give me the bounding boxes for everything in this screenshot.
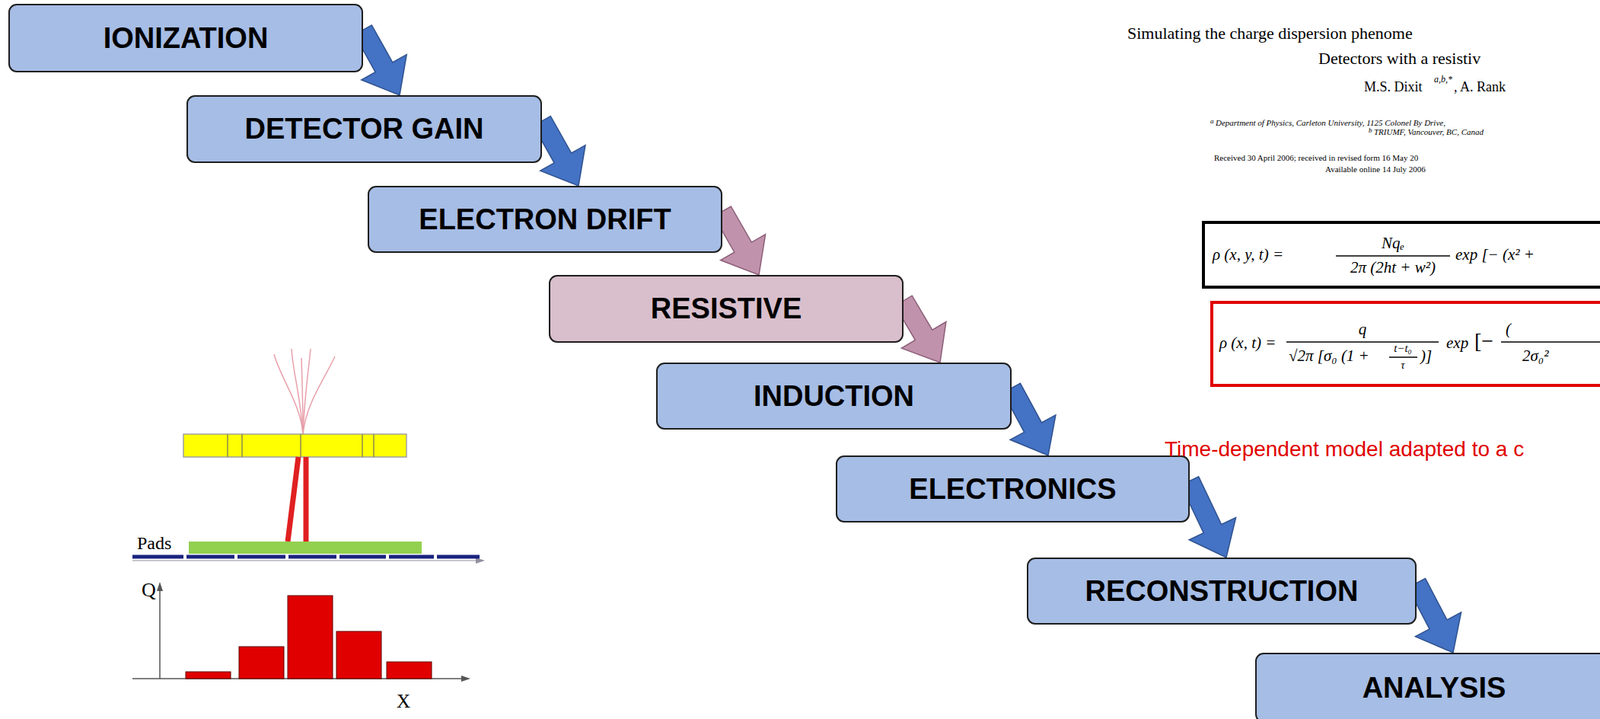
fraction-bars [1286, 255, 1600, 357]
box-label: ANALYSIS [1362, 671, 1507, 705]
resistive-layer [188, 541, 422, 554]
affiliation: TRIUMF, Vancouver, BC, Canad [1373, 127, 1484, 138]
equation-part: 2σ₀² [1522, 346, 1549, 365]
paper-title: Simulating the charge dispersion phenome [1127, 23, 1413, 43]
box-label: ELECTRON DRIFT [418, 203, 671, 236]
box-label: RECONSTRUCTION [1085, 574, 1359, 608]
equation-part: √2π [σ₀ (1 + [1288, 346, 1370, 365]
affil-mark: b [1368, 126, 1373, 134]
process-box: ELECTRON DRIFT [367, 185, 723, 253]
box-label: DETECTOR GAIN [245, 112, 485, 146]
equation-part: ρ (x, t) = [1219, 333, 1276, 352]
axis-label: Pads [137, 532, 172, 555]
equation-part: t−t₀ [1393, 341, 1412, 355]
process-box: DETECTOR GAIN [186, 95, 542, 163]
process-box: RESISTIVE [548, 274, 904, 343]
affiliation: Department of Physics, Carleton Universi… [1215, 117, 1446, 128]
process-box: ANALYSIS [1255, 652, 1600, 719]
equation-part: )] [1420, 346, 1432, 365]
process-box: IONIZATION [8, 3, 364, 73]
equation-part: exp [1446, 333, 1469, 352]
box-label: INDUCTION [753, 379, 915, 413]
gem-foil [183, 433, 407, 457]
foil-dividers [227, 433, 374, 457]
equation-part: Nqₑ [1381, 233, 1405, 252]
equation-part: τ [1400, 358, 1405, 372]
equation-part: exp [− (x² + [1455, 245, 1535, 264]
equation-part: ρ (x, y, t) = [1212, 245, 1284, 264]
box-label: RESISTIVE [650, 292, 803, 326]
pad-plane-line [132, 559, 482, 561]
axis-arrow [461, 675, 471, 682]
readout-pads [132, 554, 480, 559]
note-text: Time-dependent model adapted to a c [1164, 436, 1524, 462]
process-box: ELECTRONICS [835, 455, 1190, 523]
equation-part: q [1358, 319, 1368, 338]
charge-cloud [287, 456, 306, 542]
equation-part: 2π (2ht + w²) [1350, 258, 1436, 277]
axis-label: Q [141, 578, 157, 602]
box-label: ELECTRONICS [908, 472, 1116, 506]
avalanche-lines [274, 348, 335, 434]
equation-part: [− [1474, 328, 1494, 354]
paper-title: Detectors with a resistiv [1318, 48, 1481, 68]
equation-part: ( [1505, 319, 1511, 338]
affil-mark: a [1210, 117, 1215, 125]
axis-arrow [156, 581, 163, 591]
chart-axes [132, 587, 465, 679]
charge-bars [185, 595, 432, 679]
box-label: IONIZATION [103, 22, 269, 55]
received-date: Received 30 April 2006; received in revi… [1214, 152, 1419, 163]
author-name: M.S. Dixit [1364, 79, 1423, 96]
author-name: , A. Rank [1453, 79, 1506, 96]
process-box: INDUCTION [656, 362, 1012, 430]
author-affil-mark: a,b,* [1434, 74, 1453, 86]
axis-label: X [396, 690, 411, 713]
available-date: Available online 14 July 2006 [1325, 164, 1426, 175]
process-box: RECONSTRUCTION [1026, 557, 1417, 625]
